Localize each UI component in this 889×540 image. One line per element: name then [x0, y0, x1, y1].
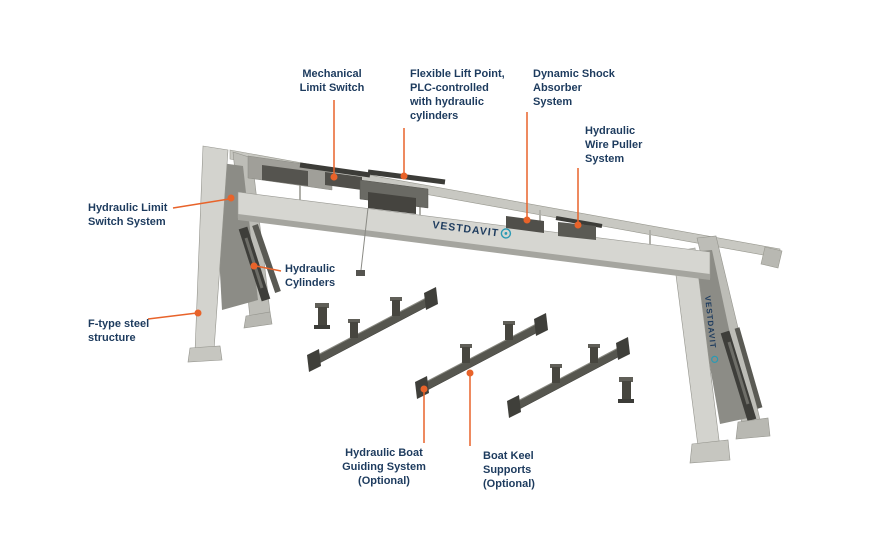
- wire-puller-block: [558, 222, 596, 240]
- cradle-arm-highlight: [311, 295, 431, 359]
- cylinder-rod: [727, 341, 750, 405]
- label-hydraulic-cylinders: Hydraulic Cylinders: [285, 263, 336, 289]
- guide-post-cap: [460, 344, 472, 348]
- guide-post-cap: [503, 321, 515, 325]
- vestdavit-logo-dot: [504, 232, 508, 235]
- beam-mechanisms: [247, 155, 603, 276]
- keel-support-post: [590, 347, 598, 363]
- boat-guide-post: [318, 307, 327, 327]
- callout-dot-boat-keel-supports: [466, 369, 474, 377]
- label-hydraulic-limit-switch-system: Hydraulic Limit Switch System: [88, 202, 168, 228]
- cradle-arm-foot: [534, 313, 548, 336]
- cradle-arm-highlight: [419, 321, 541, 386]
- beam-end-cap: [760, 246, 783, 269]
- lift-point-carriage: [368, 192, 416, 214]
- label-dynamic-shock-absorber: Dynamic Shock Absorber System: [533, 68, 615, 108]
- guide-post-cap: [588, 344, 600, 348]
- left-leg-rear-foot: [243, 311, 273, 329]
- callout-dot-f-type-steel-structure: [194, 309, 202, 317]
- shock-absorber-block: [506, 216, 544, 233]
- vestdavit-logo-mark: [711, 355, 719, 363]
- guide-post-base: [618, 399, 634, 403]
- hydraulic-cylinder-right-rear: [734, 327, 763, 409]
- right-leg: VESTDAVIT: [672, 235, 771, 464]
- cradle-arm: [311, 295, 431, 368]
- callout-dot-hydraulic-cylinders: [250, 262, 258, 270]
- girder-bottom-shadow: [238, 214, 710, 280]
- right-leg-rear-foot: [735, 417, 771, 440]
- cradle-arm: [511, 345, 623, 414]
- callout-dot-hydraulic-limit-switch-system: [227, 194, 235, 202]
- keel-support-post: [505, 324, 513, 340]
- cradle-arm-foot: [616, 337, 630, 360]
- guide-post-base: [314, 325, 330, 329]
- callout-line-f-type-steel-structure: [147, 312, 198, 320]
- label-hydraulic-wire-puller: Hydraulic Wire Puller System: [585, 125, 643, 165]
- main-girder: VESTDAVIT: [237, 191, 711, 280]
- label-flexible-lift-point: Flexible Lift Point, PLC-controlled with…: [410, 68, 505, 122]
- callout-dot-hydraulic-boat-guiding: [420, 385, 428, 393]
- keel-support-post: [350, 322, 358, 338]
- hydraulic-cylinder-left-rear: [252, 224, 281, 293]
- top-cylinder: [299, 162, 371, 178]
- label-f-type-steel-structure: F-type steel structure: [88, 318, 150, 344]
- boat-cradles: [307, 287, 634, 418]
- label-hydraulic-boat-guiding-system: Hydraulic Boat Guiding System (Optional): [342, 447, 426, 487]
- right-leg-front-foot: [689, 439, 731, 464]
- vestdavit-logo-mark: [500, 228, 512, 239]
- callout-dot-mechanical-limit-switch: [330, 173, 338, 181]
- callout-dot-dynamic-shock-absorber: [523, 216, 531, 224]
- guide-post-cap: [348, 319, 360, 323]
- label-boat-keel-supports: Boat Keel Supports (Optional): [483, 450, 535, 490]
- lift-wire: [360, 207, 369, 271]
- guide-post-cap: [315, 303, 329, 308]
- keel-support-post: [462, 347, 470, 363]
- apex-machinery-block: [262, 165, 308, 186]
- cradle-arm: [419, 321, 541, 395]
- cradle-arm-highlight: [511, 345, 623, 405]
- keel-support-post: [392, 300, 400, 316]
- callout-dot-flexible-lift-point: [400, 172, 408, 180]
- guide-post-cap: [390, 297, 402, 301]
- keel-support-post: [552, 367, 560, 383]
- right-leg-panel: [690, 250, 748, 424]
- callout-dot-hydraulic-wire-puller: [574, 221, 582, 229]
- boat-guide-post: [622, 381, 631, 401]
- lift-hook: [356, 270, 365, 276]
- left-leg-front-foot: [187, 345, 223, 363]
- label-mechanical-limit-switch: Mechanical Limit Switch: [299, 68, 365, 94]
- callout-line-hydraulic-limit-switch-system: [172, 198, 230, 209]
- cradle-arm-foot: [307, 349, 321, 372]
- callout-dots: [194, 172, 582, 393]
- cradle-arm-foot: [424, 287, 438, 310]
- guide-post-cap: [619, 377, 633, 382]
- cradle-arm-foot: [507, 395, 521, 418]
- guide-post-cap: [550, 364, 562, 368]
- callout-overlay: [147, 100, 579, 446]
- callout-line-hydraulic-cylinders: [255, 265, 282, 272]
